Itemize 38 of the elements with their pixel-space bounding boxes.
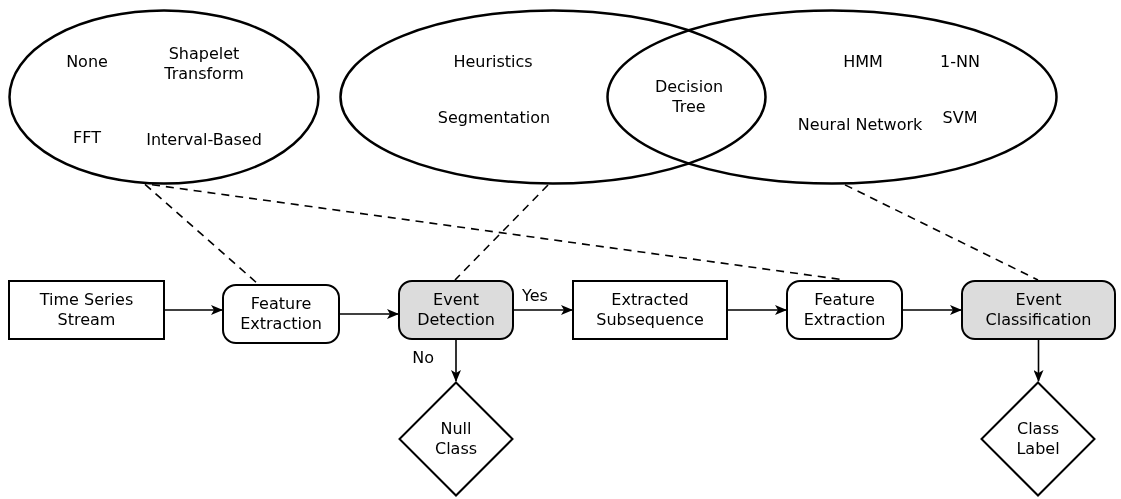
node-label: Feature Extraction bbox=[802, 290, 887, 330]
decision-diamond bbox=[980, 381, 1096, 497]
method-ellipse bbox=[339, 9, 767, 185]
method-name: Interval-Based bbox=[145, 130, 263, 150]
node-label: Event Classification bbox=[984, 290, 1093, 330]
method-name: Segmentation bbox=[436, 108, 552, 128]
process-box bbox=[961, 280, 1116, 340]
dashed-line bbox=[454, 184, 549, 281]
arrow bbox=[1033, 339, 1044, 382]
method-ellipse bbox=[8, 9, 320, 185]
data-box bbox=[572, 280, 728, 340]
node-label: Extracted Subsequence bbox=[595, 290, 705, 330]
method-name: Neural Network bbox=[796, 115, 924, 135]
arrow bbox=[451, 339, 461, 382]
node-label: Time Series Stream bbox=[38, 290, 135, 330]
process-box bbox=[786, 280, 903, 340]
method-name: None bbox=[65, 52, 109, 72]
arrow bbox=[902, 305, 962, 315]
node-label: Feature Extraction bbox=[239, 294, 323, 334]
method-ellipse bbox=[606, 9, 1058, 185]
data-box bbox=[8, 280, 165, 340]
node-label: Null Class bbox=[433, 419, 479, 459]
process-box bbox=[222, 284, 340, 344]
process-box bbox=[398, 280, 514, 340]
method-name: HMM bbox=[842, 52, 884, 72]
decision-diamond bbox=[398, 381, 514, 497]
arrow bbox=[339, 309, 399, 319]
arrow bbox=[164, 305, 223, 315]
dashed-line bbox=[144, 183, 259, 285]
dashed-line bbox=[844, 184, 1039, 281]
node-label: Class Label bbox=[1015, 419, 1061, 459]
arrow bbox=[727, 305, 787, 315]
method-name: Decision Tree bbox=[653, 77, 725, 117]
method-name: 1-NN bbox=[939, 52, 981, 72]
method-name: Heuristics bbox=[452, 52, 534, 72]
node-label: Event Detection bbox=[416, 290, 496, 330]
method-name: Shapelet Transform bbox=[163, 44, 245, 84]
arrow bbox=[513, 305, 573, 315]
